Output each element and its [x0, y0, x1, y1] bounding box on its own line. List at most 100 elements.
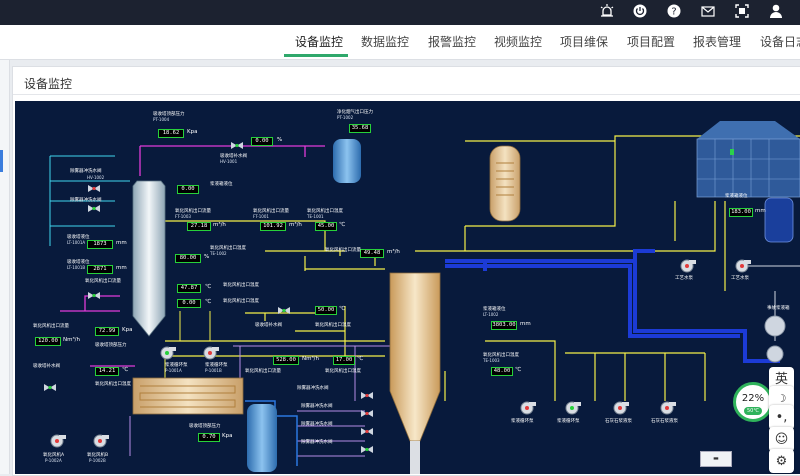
unit-label: mm [755, 208, 766, 214]
smiley-icon[interactable]: ☺ [769, 427, 794, 452]
gear-icon[interactable]: ⚙ [769, 449, 794, 473]
diagram-label: 氧化风机出口流量 [245, 369, 281, 374]
diagram-label: 氧化风机出口流量 [253, 209, 289, 214]
cpu-gauge[interactable]: 22% 50℃ [733, 382, 773, 422]
circulation-pump-b-icon[interactable] [565, 401, 581, 415]
slurry-pump-b-icon[interactable] [203, 346, 219, 360]
instrument-tag: TE-1002 [210, 251, 227, 256]
valve-icon[interactable] [43, 383, 57, 392]
diagram-label: 吸收塔顶部压力 [189, 424, 221, 429]
instrument-tag: HV-1002 [87, 175, 105, 180]
readout: 50.00 [315, 306, 337, 315]
alarm-icon[interactable] [598, 3, 616, 21]
valve-icon[interactable] [87, 204, 101, 213]
instrument-tag: LT-1001B [67, 265, 86, 270]
valve-icon[interactable] [360, 427, 374, 436]
diagram-label: 氧化风机出口温度 [483, 353, 519, 358]
diagram-label: 除雾器冲洗水阀 [70, 169, 102, 174]
diagram-label: 氧化风机出口温度 [210, 246, 246, 251]
readout: 0.00 [177, 185, 199, 194]
readout: 80.00 [175, 254, 201, 263]
valve-icon[interactable] [87, 291, 101, 300]
circulation-pump-c-icon[interactable] [613, 401, 629, 415]
diagram-label: 石灰石浆液泵 [605, 419, 632, 424]
oxidation-fan-b-icon[interactable] [93, 434, 109, 448]
readout: 27.18 [187, 222, 211, 231]
diagram-label: 除雾器冲洗水阀 [301, 422, 333, 427]
tab-reports[interactable]: 报表管理 [693, 35, 742, 49]
instrument-tag: LT-1001A [67, 240, 86, 245]
instrument-tag: P-1001A [165, 368, 182, 373]
mail-icon[interactable] [699, 3, 717, 21]
active-tab-indicator [284, 54, 348, 57]
unit-label: m³/h [213, 222, 226, 228]
user-icon[interactable] [767, 3, 785, 21]
diagram-label: 氧化风机出口温度 [223, 283, 259, 288]
unit-label: ℃ [339, 306, 346, 312]
oxidation-fan-a-icon[interactable] [50, 434, 66, 448]
diagram-label: 浆液箱液位 [483, 307, 506, 312]
circulation-pump-a-icon[interactable] [520, 401, 536, 415]
power-icon[interactable] [631, 3, 649, 21]
instrument-tag: FT-1001 [253, 214, 269, 219]
slurry-pump-a-icon[interactable] [160, 346, 176, 360]
sidebar-active-marker [0, 150, 3, 172]
diagram-label: 氧化风机出口流量 [33, 324, 69, 329]
help-icon[interactable]: ? [665, 3, 683, 21]
diagram-label: 氧化风机出口温度 [95, 382, 131, 387]
diagram-label: 吸收塔液位 [67, 260, 90, 265]
circulation-pump-d-icon[interactable] [660, 401, 676, 415]
tab-project-config[interactable]: 项目配置 [627, 35, 676, 49]
unit-label: ℃ [205, 284, 212, 290]
readout: 72.99 [95, 327, 119, 336]
gauge-percent: 22% [741, 393, 765, 404]
instrument-tag: TE-1003 [483, 358, 500, 363]
tab-alarm-monitor[interactable]: 报警监控 [428, 35, 477, 49]
instrument-tag: LT-1002 [483, 312, 499, 317]
unit-label: ℃ [122, 367, 129, 373]
diagram-label: 吸收塔补水阀 [255, 323, 282, 328]
diagram-label: 吸收塔补水阀 [33, 364, 60, 369]
left-sidebar-collapsed[interactable] [0, 60, 10, 474]
unit-label: Nm³/h [63, 337, 81, 343]
diagram-label: 除雾器冲洗水阀 [301, 440, 333, 445]
valve-icon[interactable] [360, 445, 374, 454]
tab-data-monitor[interactable]: 数据监控 [361, 35, 410, 49]
diagram-label: 氧化风机出口温度 [223, 299, 259, 304]
pipe-network [49, 121, 800, 474]
unit-label: m³/h [387, 249, 400, 255]
diagram-label: 浆液循环泵 [205, 363, 228, 368]
valve-icon[interactable] [87, 184, 101, 193]
valve-icon[interactable] [230, 141, 244, 150]
valve-icon[interactable] [360, 409, 374, 418]
tab-device-monitor[interactable]: 设备监控 [295, 35, 344, 49]
readout: 528.00 [273, 356, 299, 365]
limestone-pump-a-icon[interactable] [680, 259, 696, 273]
valve-icon[interactable] [277, 306, 291, 315]
punctuation-icon[interactable]: •, [769, 405, 794, 430]
tab-device-log[interactable]: 设备日志 [760, 35, 800, 49]
instrument-tag: PT-1004 [153, 117, 170, 122]
panel-title: 设备监控 [24, 77, 73, 91]
status-button[interactable]: ▬ [700, 451, 732, 467]
readout: 3803.00 [491, 321, 517, 330]
tab-video-monitor[interactable]: 视频监控 [494, 35, 543, 49]
valve-icon[interactable] [360, 391, 374, 400]
readout: 48.00 [491, 367, 513, 376]
fullscreen-icon[interactable] [733, 3, 751, 21]
unit-label: Kpa [222, 433, 233, 439]
diagram-label: 吸收塔顶部压力 [153, 112, 185, 117]
instrument-tag: P-1001B [205, 368, 222, 373]
diagram-label: 氧化风机出口温度 [325, 369, 361, 374]
limestone-pump-b-icon[interactable] [735, 259, 751, 273]
unit-label: % [204, 254, 210, 260]
readout: 47.87 [177, 284, 201, 293]
tab-maintenance[interactable]: 项目维保 [560, 35, 609, 49]
diagram-label: 氧化风机出口流量 [85, 279, 121, 284]
diagram-label: 氧化风机出口温度 [307, 209, 343, 214]
diagram-label: 浆液箱液位 [725, 194, 748, 199]
readout: 0.00 [177, 299, 201, 308]
readout: 35.68 [349, 124, 371, 133]
readout: 45.00 [315, 222, 337, 231]
unit-label: Kpa [187, 129, 198, 135]
